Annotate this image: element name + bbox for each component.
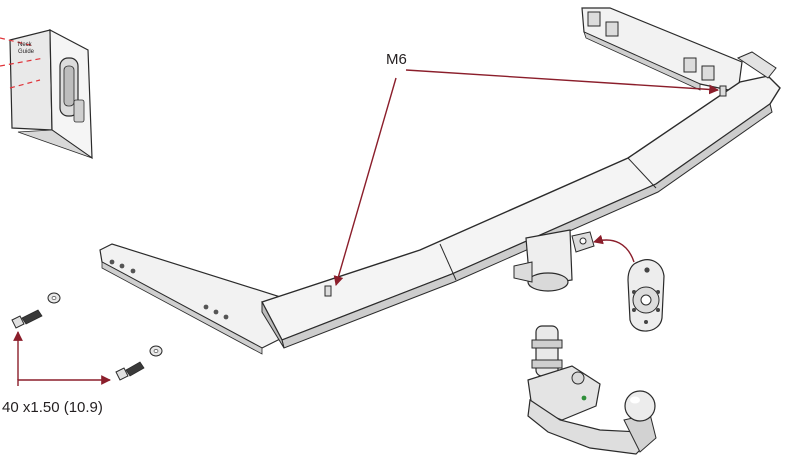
detachable-ball-neck bbox=[527, 325, 657, 455]
m6-nut-label: M6 bbox=[386, 51, 407, 68]
washer-upper bbox=[47, 292, 61, 304]
bolt-lower bbox=[115, 361, 145, 381]
m6-leader-lines bbox=[333, 69, 719, 286]
right-mounting-bracket bbox=[581, 7, 743, 93]
neck-socket-housing bbox=[513, 229, 595, 292]
bolt-upper bbox=[11, 309, 43, 329]
socket-curved-arrow bbox=[593, 234, 635, 263]
washer-lower bbox=[149, 345, 163, 357]
bolt-leader-lines bbox=[13, 331, 111, 386]
m6-stud-right bbox=[719, 85, 727, 97]
inset-label-line2: Guide bbox=[18, 49, 35, 55]
bolt-spec-label: 40 x1.50 (10.9) bbox=[2, 399, 103, 416]
dashed-guide-lines bbox=[0, 37, 45, 89]
towbar-crossbar bbox=[260, 51, 781, 349]
electrical-socket-plate bbox=[627, 259, 665, 332]
m6-stud-left bbox=[324, 285, 332, 297]
inset-label-line1: Neck bbox=[18, 42, 33, 48]
neck-guide-inset: Neck Guide bbox=[0, 28, 93, 160]
left-mounting-bracket bbox=[99, 243, 291, 355]
